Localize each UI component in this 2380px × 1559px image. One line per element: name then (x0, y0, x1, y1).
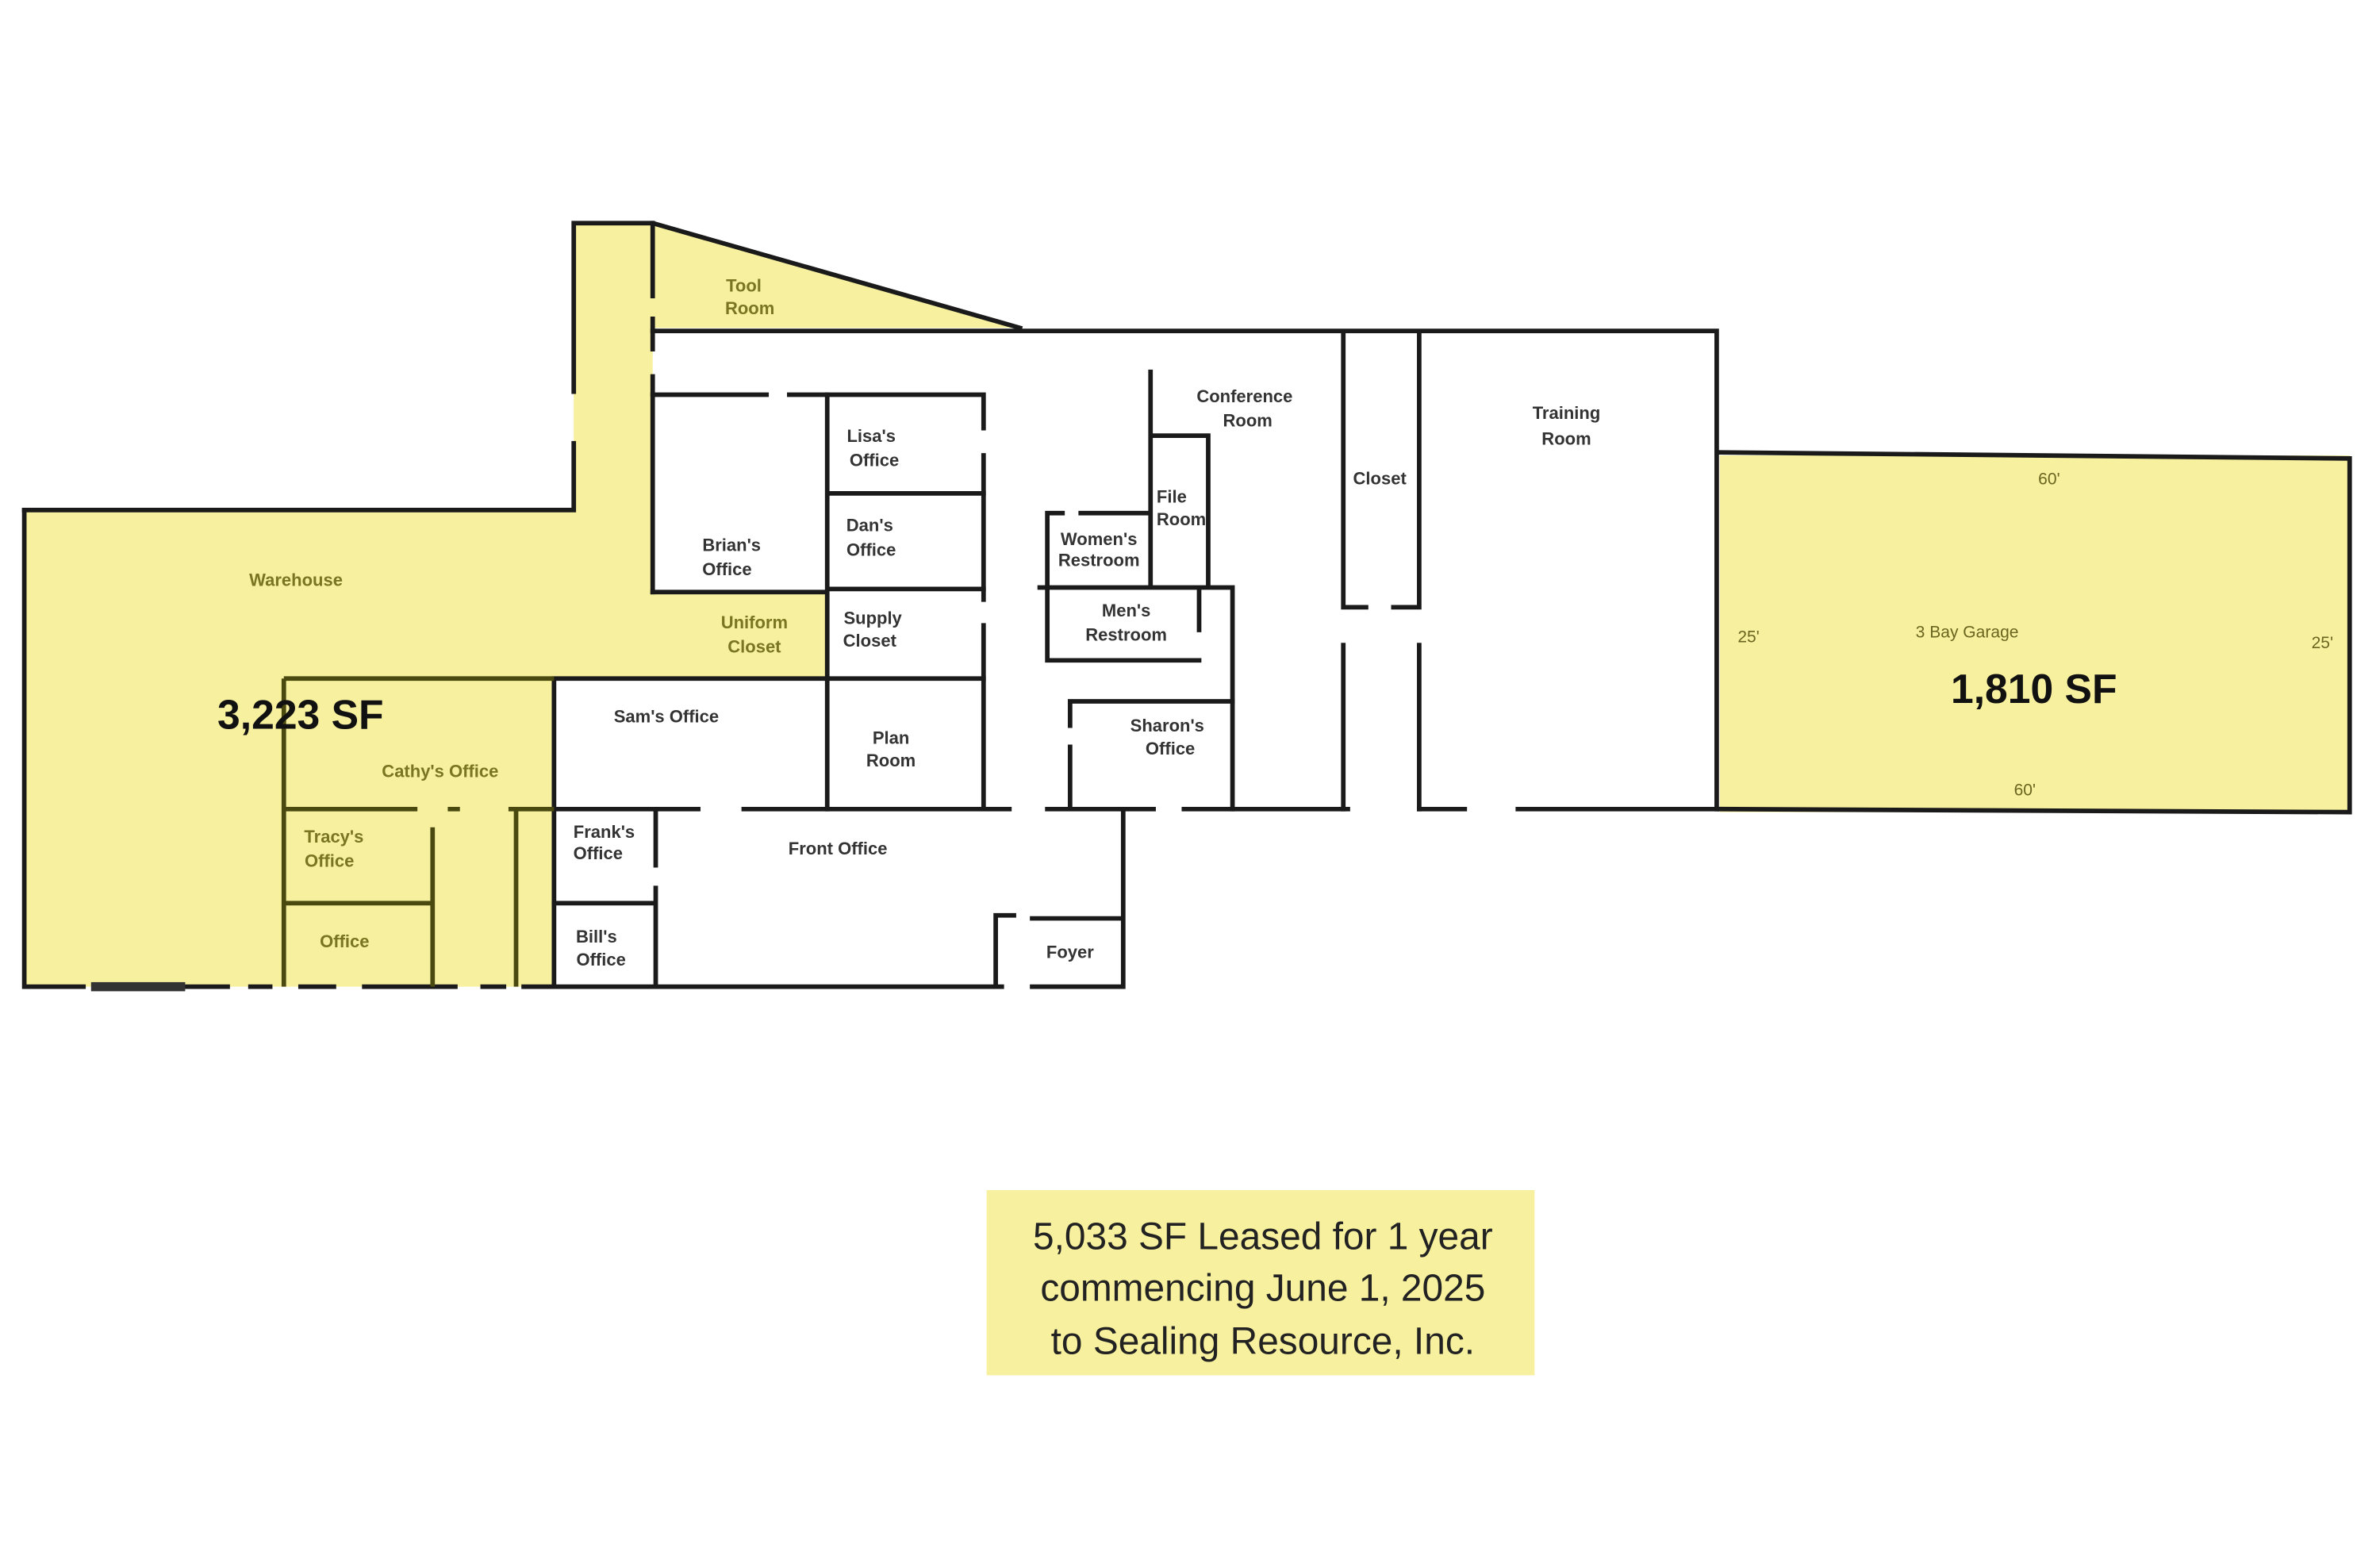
garage-square-footage: 1,810 SF (1951, 666, 2117, 712)
label-front-office: Front Office (789, 839, 888, 858)
garage-dim-left: 25' (1737, 628, 1759, 646)
interior-walls-warehouse (281, 676, 555, 987)
loading-door (90, 981, 186, 992)
warehouse-square-footage: 3,223 SF (217, 691, 384, 737)
label-warehouse: Warehouse (249, 570, 343, 590)
label-cathys-office: Cathy's Office (382, 762, 498, 781)
lease-summary: 5,033 SF Leased for 1 year commencing Ju… (986, 1190, 1535, 1376)
label-sams-office: Sam's Office (614, 707, 719, 727)
summary-line-1: 5,033 SF Leased for 1 year (1033, 1216, 1493, 1258)
garage-area (1719, 455, 2350, 812)
label-garage: 3 Bay Garage (1916, 624, 2019, 642)
label-office: Office (320, 931, 369, 951)
garage-dim-top: 60' (2038, 470, 2059, 488)
garage-dim-bottom: 60' (2014, 781, 2036, 800)
walls (21, 221, 2352, 989)
garage-dim-right: 25' (2312, 634, 2333, 652)
warehouse-area (24, 223, 1020, 987)
label-closet: Closet (1353, 468, 1407, 488)
label-foyer: Foyer (1046, 942, 1094, 962)
summary-line-2: commencing June 1, 2025 (1040, 1268, 1485, 1310)
summary-line-3: to Sealing Resource, Inc. (1051, 1321, 1475, 1363)
